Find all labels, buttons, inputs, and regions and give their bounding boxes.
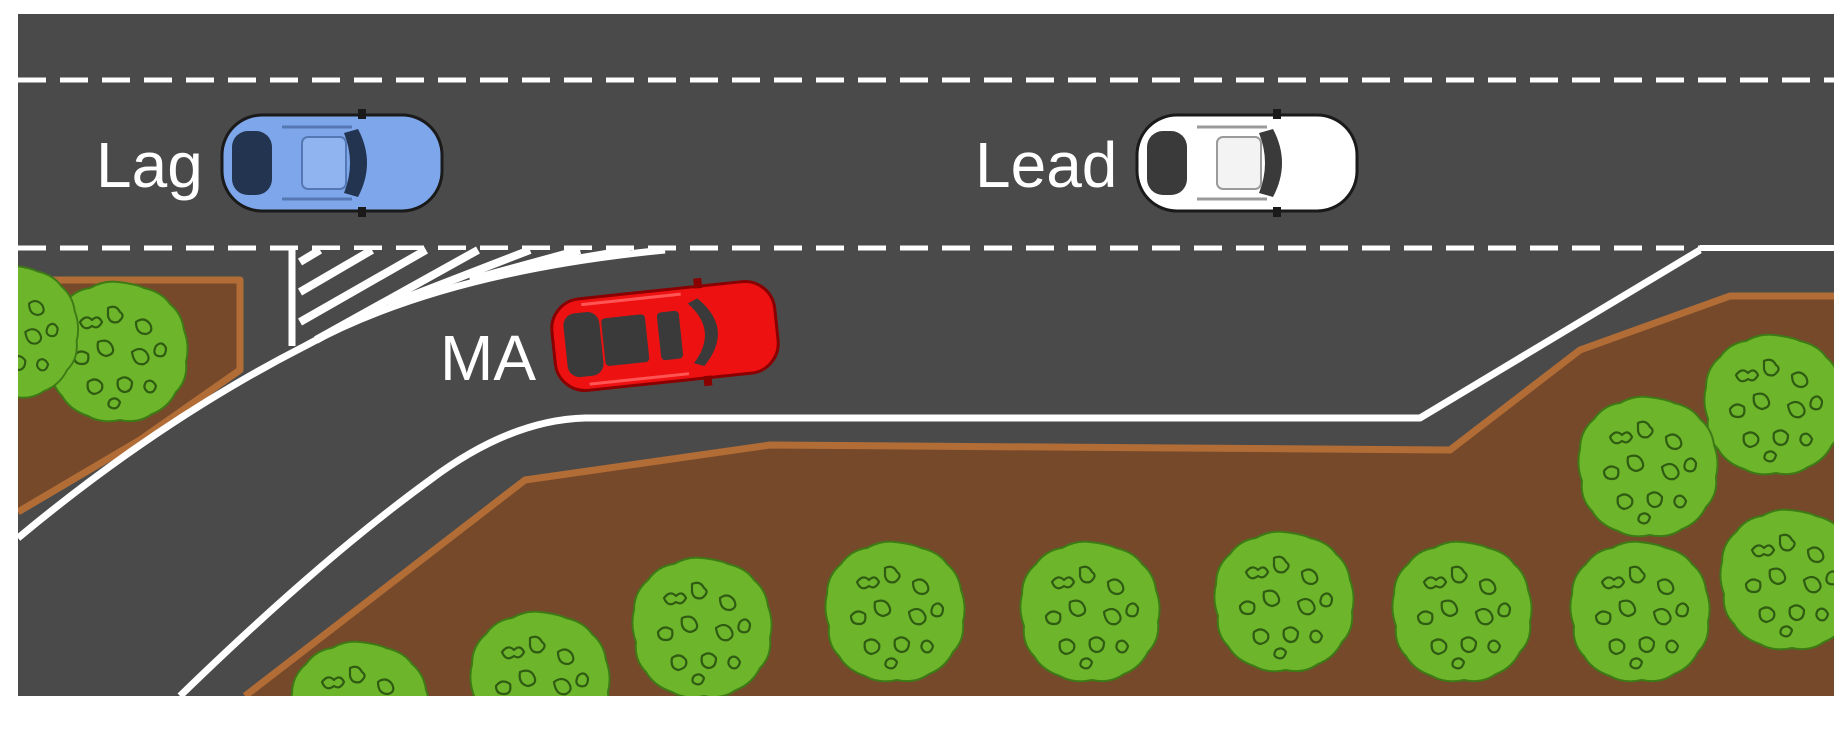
merging-vehicle — [550, 277, 780, 392]
merging-vehicle-label: MA — [440, 322, 536, 394]
lead-vehicle — [1135, 109, 1359, 217]
ramp-edge-outer — [177, 246, 1702, 696]
ramp-edge-inner — [18, 246, 666, 541]
lag-vehicle — [220, 109, 444, 217]
lead-label: Lead — [975, 129, 1117, 201]
lag-label: Lag — [96, 129, 203, 201]
